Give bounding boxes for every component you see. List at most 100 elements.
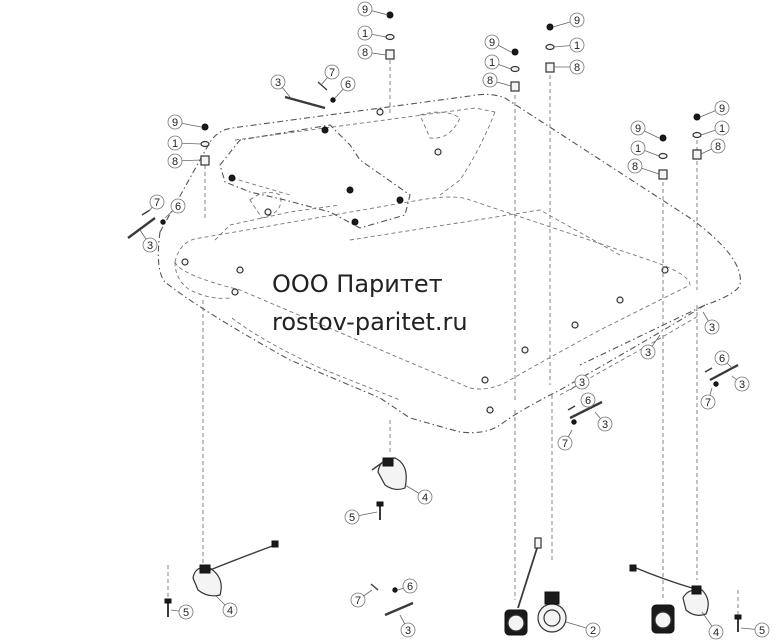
callout-circle [569, 37, 585, 53]
callout-circle [714, 120, 730, 136]
fastener-stack-e [658, 134, 668, 180]
callout-number: 9 [489, 37, 495, 49]
callout-circle [222, 602, 238, 618]
callout-number: 3 [645, 347, 651, 359]
callout-c8a: 8 [357, 44, 373, 60]
callout-number: 8 [632, 161, 638, 173]
callout-c6b: 6 [170, 198, 186, 214]
callout-number: 1 [362, 28, 368, 40]
callout-c7c: 7 [700, 394, 716, 410]
callout-circle [714, 100, 730, 116]
callout-circle [417, 489, 433, 505]
callout-number: 7 [705, 397, 711, 409]
callout-c3a: 3 [270, 74, 286, 90]
callout-circle [640, 344, 656, 360]
clip-set-bottom [370, 583, 414, 617]
callout-number: 3 [405, 625, 411, 637]
callout-c1c: 1 [484, 54, 500, 70]
callout-number: 6 [719, 353, 725, 365]
callout-number: 5 [759, 625, 765, 637]
assembly-guide-lines [167, 60, 739, 615]
callout-number: 9 [574, 15, 580, 27]
callout-circle [484, 34, 500, 50]
callout-circle [142, 237, 158, 253]
clip-set-right-a [704, 363, 739, 387]
callout-number: 4 [227, 605, 233, 617]
callout-c8c: 8 [482, 72, 498, 88]
callout-c8f: 8 [710, 138, 726, 154]
callout-c7e: 7 [350, 592, 366, 608]
clip-set-top [284, 81, 336, 110]
callout-c9c: 9 [484, 34, 500, 50]
callout-c6d: 6 [580, 392, 596, 408]
callout-c9a: 9 [357, 1, 373, 17]
callout-circle [574, 374, 590, 390]
callout-circle [344, 509, 360, 525]
callout-c8d: 8 [569, 59, 585, 75]
callout-circle [714, 350, 730, 366]
callout-circle [402, 578, 418, 594]
fastener-stack-a [385, 11, 395, 60]
callout-number: 5 [183, 607, 189, 619]
callout-number: 7 [154, 197, 160, 209]
callout-number: 8 [715, 141, 721, 153]
callout-c9d: 9 [569, 12, 585, 28]
callout-c6c: 6 [714, 350, 730, 366]
callout-circle [704, 319, 720, 335]
watermark-company: ООО Паритет [272, 270, 443, 298]
fastener-stack-d [545, 23, 555, 73]
heat-shield-plate [181, 108, 669, 414]
watermark-website: rostov-paritet.ru [272, 308, 468, 336]
callout-c4a: 4 [417, 489, 433, 505]
callout-number: 4 [713, 627, 719, 639]
callout-number: 6 [175, 201, 181, 213]
callout-number: 6 [585, 395, 591, 407]
callout-number: 8 [487, 75, 493, 87]
callout-c8b: 8 [167, 153, 183, 169]
callout-c2a: 2 [585, 622, 601, 638]
callout-c7a: 7 [324, 64, 340, 80]
horn-unit [537, 591, 567, 633]
callout-c3f: 3 [574, 374, 590, 390]
callout-number: 1 [574, 40, 580, 52]
callout-c8e: 8 [627, 158, 643, 174]
callout-circle [580, 392, 596, 408]
callout-circle [710, 138, 726, 154]
callout-c7b: 7 [149, 194, 165, 210]
sensor-bracket-right [629, 564, 742, 632]
callout-number: 2 [590, 625, 596, 637]
callout-number: 3 [275, 77, 281, 89]
callout-c5c: 5 [754, 622, 770, 638]
callout-c1f: 1 [714, 120, 730, 136]
callout-circle [569, 12, 585, 28]
callout-number: 3 [739, 379, 745, 391]
callout-circle [569, 59, 585, 75]
callout-number: 9 [719, 103, 725, 115]
callout-circle [167, 153, 183, 169]
callout-number: 3 [147, 240, 153, 252]
callout-number: 6 [407, 581, 413, 593]
fastener-stack-b [200, 123, 210, 166]
callout-c4b: 4 [222, 602, 238, 618]
callout-circle [178, 604, 194, 620]
callout-circle [482, 72, 498, 88]
callout-number: 3 [709, 322, 715, 334]
callout-circle [708, 624, 724, 640]
sensor-assembly-right [651, 604, 675, 634]
callout-circle [585, 622, 601, 638]
callout-number: 8 [362, 47, 368, 59]
callout-c1a: 1 [357, 25, 373, 41]
callout-circle [627, 158, 643, 174]
callout-number: 1 [635, 143, 641, 155]
callout-c3b: 3 [142, 237, 158, 253]
callout-circle [754, 622, 770, 638]
callout-c3g: 3 [597, 416, 613, 432]
callout-number: 5 [349, 512, 355, 524]
callout-circle [170, 198, 186, 214]
callout-c4c: 4 [708, 624, 724, 640]
callout-c9e: 9 [630, 120, 646, 136]
callout-c5a: 5 [344, 509, 360, 525]
callout-number: 9 [362, 4, 368, 16]
callout-number: 1 [719, 123, 725, 135]
